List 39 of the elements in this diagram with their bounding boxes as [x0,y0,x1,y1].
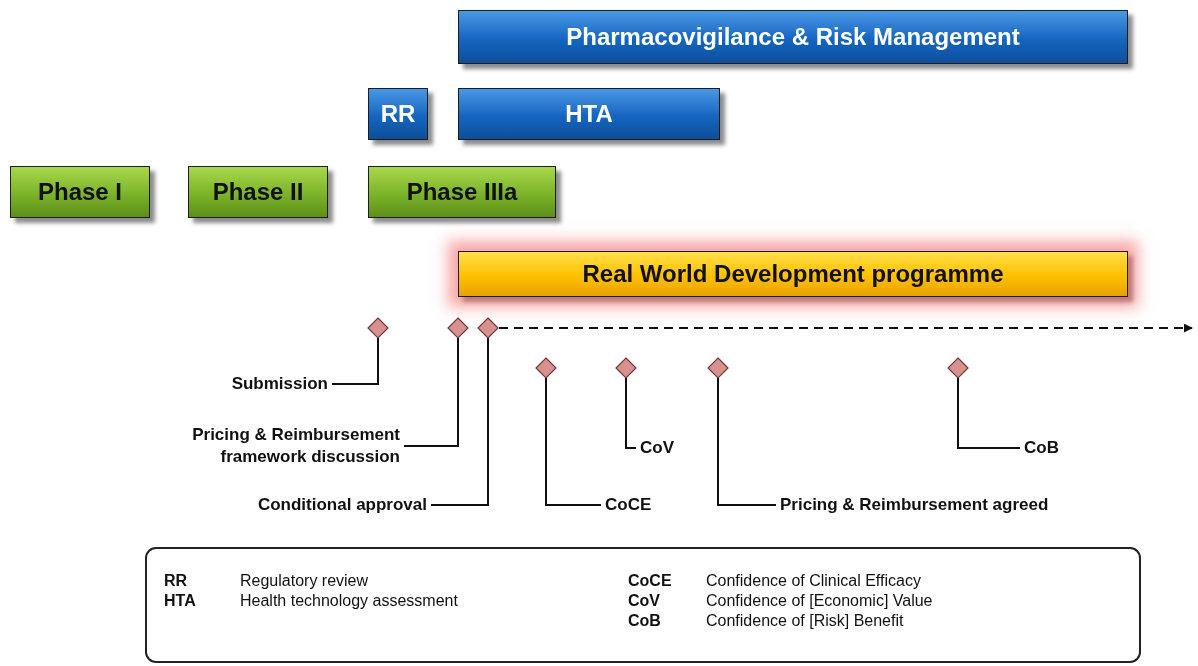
milestone-label: CoV [640,436,682,460]
abbreviation: CoCE [628,572,672,590]
milestone-diamond [947,357,969,379]
milestone-label: Conditional approval [205,493,427,517]
milestone-diamond [477,317,499,339]
milestone-diamond [707,357,729,379]
leader-line [957,377,1021,449]
abbreviation-definition: Confidence of [Economic] Value [706,592,933,610]
leader-line [331,337,379,385]
abbreviation-definition: Confidence of [Risk] Benefit [706,612,904,630]
abbreviation: CoB [628,612,661,630]
leader-line [545,377,602,506]
phase-bar: RR [368,88,428,140]
milestone-label: Submission [200,372,328,396]
abbreviation-definition: Health technology assessment [240,592,458,610]
milestone-diamond [367,317,389,339]
milestone-label: Pricing & Reimbursement agreed [780,481,1060,529]
leader-line [625,377,637,449]
abbreviation: RR [164,572,188,590]
leader-line [430,337,489,506]
milestone-diamond [615,357,637,379]
leader-line [717,377,777,506]
timeline-arrow [498,323,1193,333]
abbreviation: CoV [628,592,660,610]
programme-bar: Real World Development programme [458,251,1128,297]
abbreviation-definition: Regulatory review [240,572,369,590]
phase-bar: Phase IIIa [368,166,556,218]
phase-bar: HTA [458,88,720,140]
milestone-diamond [447,317,469,339]
phase-bar: Phase II [188,166,328,218]
milestone-label: Pricing & Reimbursement framework discussion [120,422,400,470]
abbreviation: HTA [164,592,196,610]
abbreviation-definition: Confidence of Clinical Efficacy [706,572,921,590]
phase-bar: Pharmacovigilance & Risk Management [458,10,1128,64]
leader-line [403,337,459,447]
milestone-label: CoB [1024,436,1070,460]
milestone-diamond [535,357,557,379]
milestone-label: CoCE [605,493,665,517]
phase-bar: Phase I [10,166,150,218]
